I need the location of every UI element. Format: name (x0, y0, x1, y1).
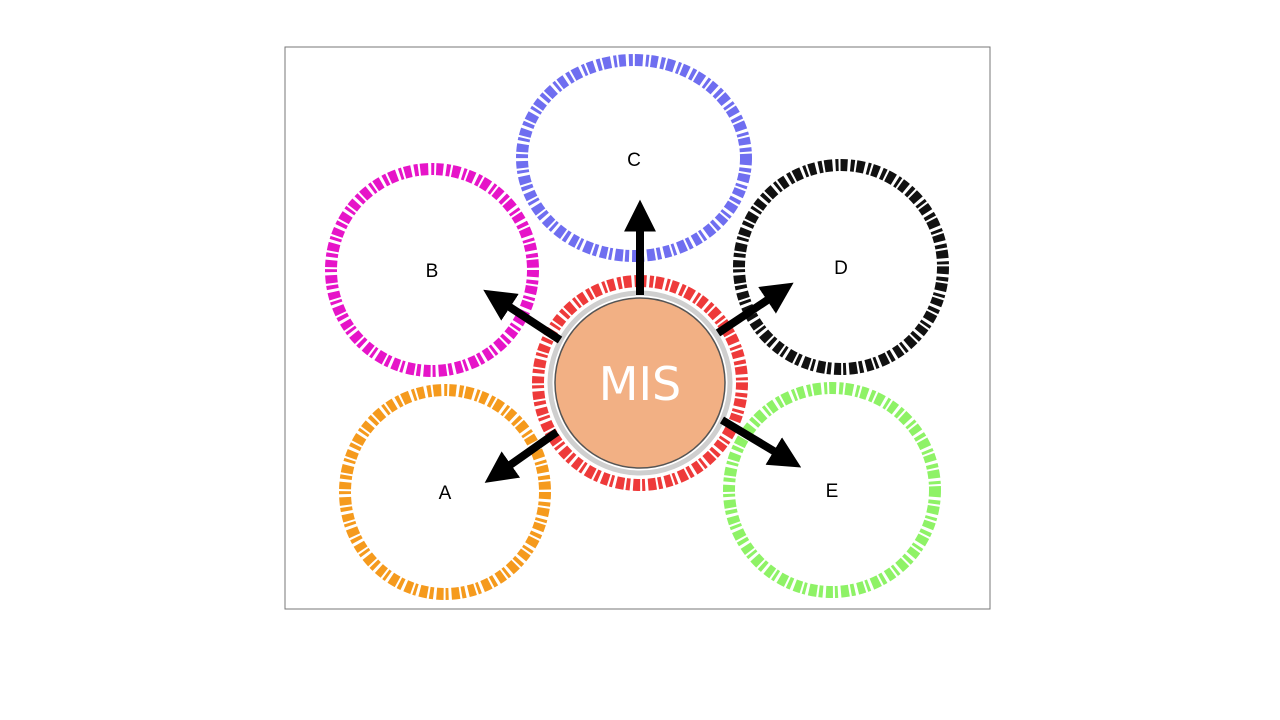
node-a-ring (339, 384, 551, 600)
arrows (483, 199, 802, 483)
arrow-to-b (483, 289, 563, 344)
node-c-label: C (627, 150, 641, 171)
node-d: D (733, 159, 949, 375)
center-disc (554, 297, 726, 469)
node-d-ring (733, 159, 949, 375)
center-ring (532, 275, 748, 491)
node-b-label: B (426, 261, 439, 282)
node-b: B (325, 163, 539, 377)
node-e-ring (723, 382, 941, 598)
node-c-ring (516, 54, 752, 262)
node-e-label: E (826, 481, 839, 502)
node-d-label: D (834, 258, 848, 279)
node-c: C (516, 54, 752, 262)
node-b-ring (325, 163, 539, 377)
center-label: MIS (599, 357, 681, 411)
arrow-to-d (715, 282, 794, 337)
arrow-to-e (719, 416, 802, 468)
arrow-to-a (484, 428, 560, 483)
node-a: A (339, 384, 551, 600)
node-a-label: A (439, 483, 452, 504)
node-e: E (723, 382, 941, 598)
